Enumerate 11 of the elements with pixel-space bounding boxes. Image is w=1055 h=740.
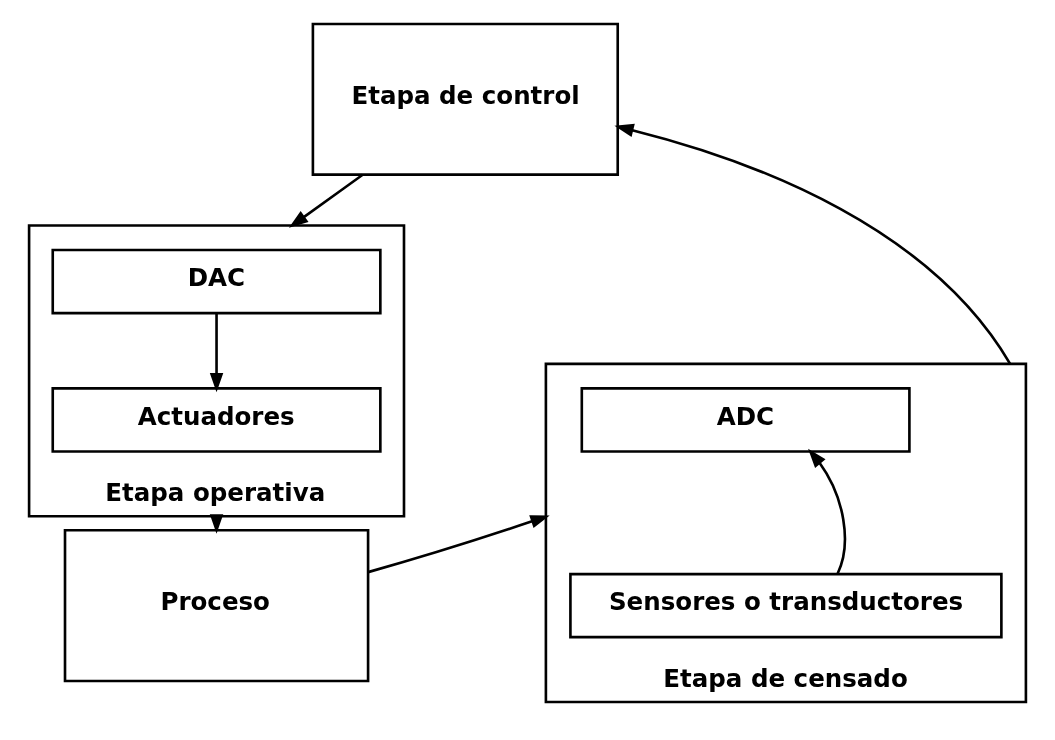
arrow [614,123,1012,365]
node-box: Actuadores [51,387,382,453]
node-box: ADC [580,387,911,453]
node-box: DAC [51,248,382,315]
node-box: Sensores o transductores [569,572,1003,639]
arrow [808,448,847,575]
node-box: Proceso [63,529,370,683]
arrow [288,173,364,228]
arrow [209,313,224,393]
arrow [367,515,550,574]
node-box: Etapa de control [311,22,620,176]
